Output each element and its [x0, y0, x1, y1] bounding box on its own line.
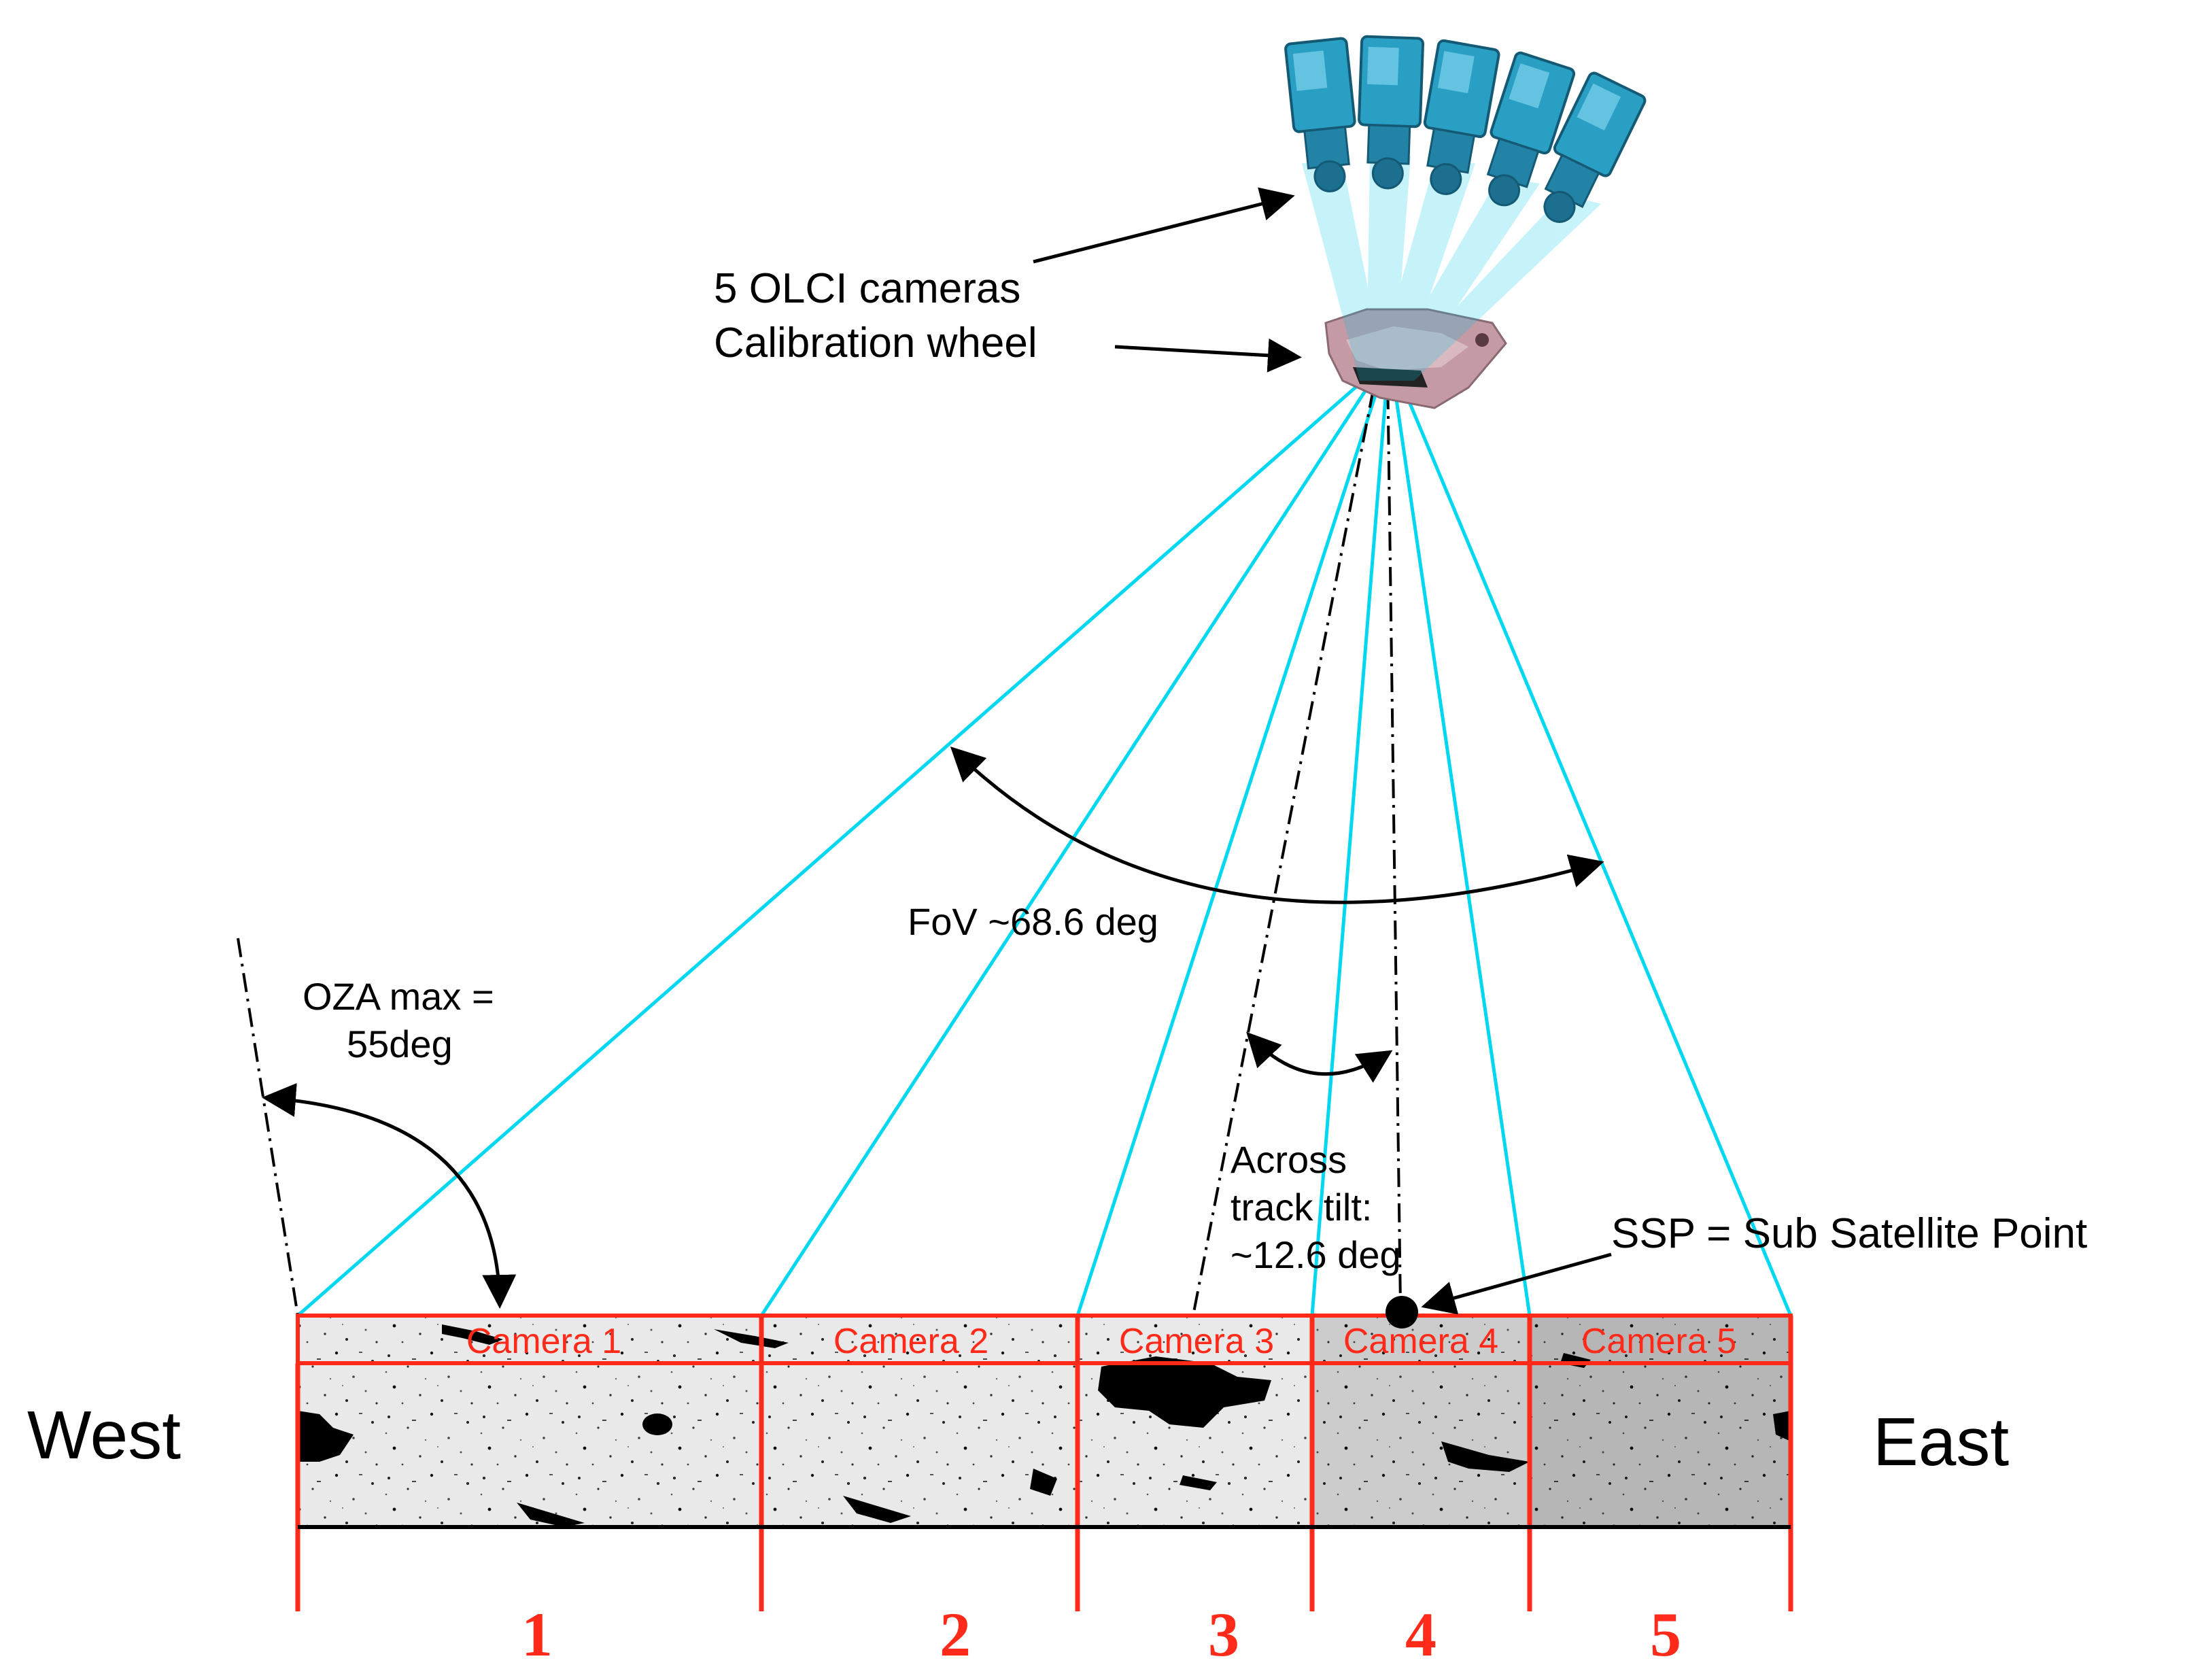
ray-boundary-4-5: [1392, 380, 1532, 1316]
tilt-label-line-3: ~12.6 deg: [1231, 1233, 1401, 1276]
section-number-5: 5: [1650, 1600, 1681, 1669]
section-number-2: 2: [940, 1600, 971, 1669]
olci-cameras: [1284, 35, 1647, 223]
camera-label-1: Camera 1: [466, 1322, 621, 1361]
camera-icon: [1486, 51, 1576, 207]
oza-label-line-2: 55deg: [347, 1023, 453, 1065]
field-of-view-rays: [296, 379, 1793, 1317]
camera-beams: [1302, 156, 1601, 381]
section-number-1: 1: [521, 1600, 553, 1669]
tilt-label-line-2: track tilt:: [1231, 1186, 1372, 1229]
ssp-pointer-arrow: [1421, 1252, 1612, 1315]
annotation-labels: 5 OLCI cameras Calibration wheel FoV ~68…: [27, 265, 2087, 1480]
camera-label-5: Camera 5: [1581, 1322, 1736, 1361]
section-number-4: 4: [1405, 1600, 1436, 1669]
camera-icon: [1543, 71, 1647, 223]
tilt-arc: [1246, 1031, 1393, 1083]
camera-label-3: Camera 3: [1119, 1322, 1274, 1361]
tilt-label-line-1: Across: [1231, 1138, 1347, 1181]
oza-label-line-1: OZA max =: [303, 975, 494, 1018]
reference-lines: [237, 319, 1402, 1316]
fov-label: FoV ~68.6 deg: [908, 900, 1158, 943]
camera-strip-frame: [295, 1314, 1793, 1611]
ssp-label: SSP = Sub Satellite Point: [1611, 1210, 2087, 1257]
section-number-3: 3: [1208, 1600, 1239, 1669]
ground-swath: [298, 1318, 1791, 1527]
calibration-label: Calibration wheel: [714, 320, 1037, 366]
nadir-line: [1386, 319, 1402, 1306]
pointer-arrows: [1033, 187, 1612, 1315]
camera-strip-labels: Camera 1 Camera 2 Camera 3 Camera 4 Came…: [466, 1322, 1736, 1361]
ray-camera-5-east-edge: [1398, 380, 1793, 1316]
fov-arc: [950, 747, 1604, 904]
camera-label-4: Camera 4: [1343, 1322, 1498, 1361]
camera-label-2: Camera 2: [833, 1322, 988, 1361]
calibration-pointer-arrow: [1114, 338, 1302, 373]
east-label: East: [1873, 1404, 2009, 1480]
angle-arcs: [262, 747, 1604, 1309]
camera-icon: [1423, 39, 1500, 195]
cameras-label: 5 OLCI cameras: [714, 265, 1020, 312]
west-label: West: [27, 1397, 181, 1473]
sub-satellite-point-marker: [1386, 1296, 1418, 1328]
camera-section-numbers: 1 2 3 4 5: [521, 1600, 1681, 1669]
camera-icon: [1284, 37, 1356, 192]
calibration-wheel-icon: [1324, 308, 1507, 409]
oza-reference-line: [237, 938, 299, 1316]
camera-icon: [1358, 35, 1425, 190]
oza-arc: [262, 1083, 517, 1309]
cameras-pointer-arrow: [1033, 187, 1295, 264]
